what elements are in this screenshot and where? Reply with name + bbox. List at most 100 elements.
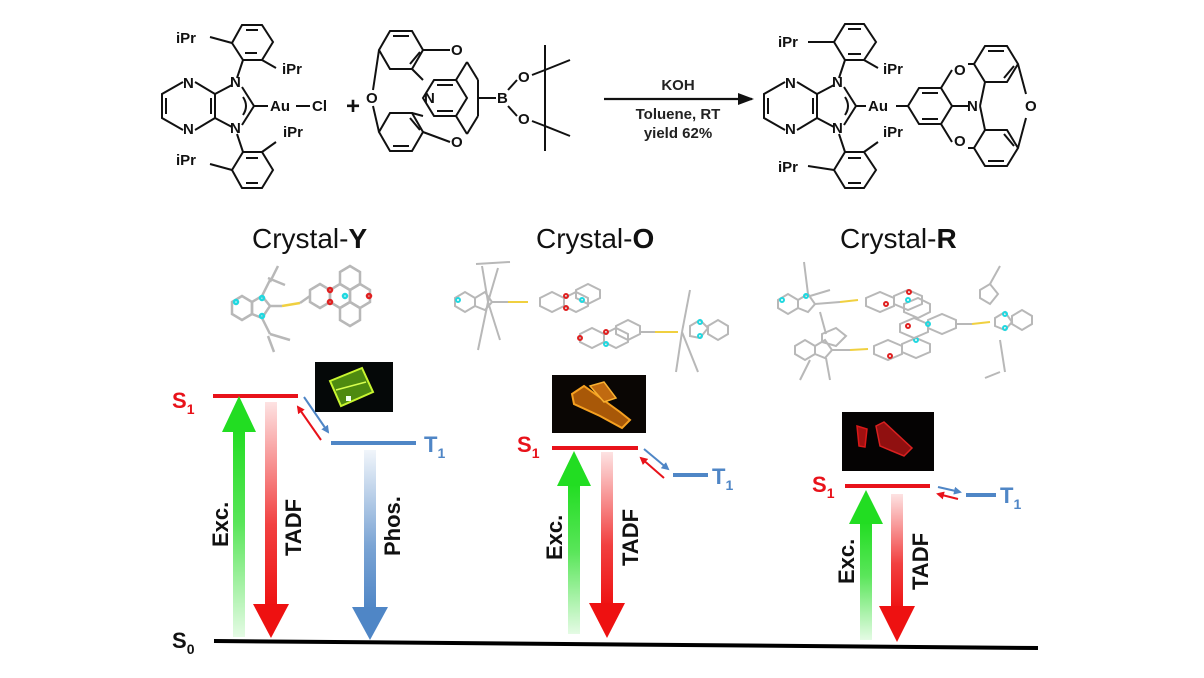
reactant1-labels: iPr iPr iPr iPr N N N N Au Cl + xyxy=(176,30,360,169)
s1-letter: S xyxy=(517,432,532,457)
s0-label: S0 xyxy=(172,628,195,657)
t1-letter: T xyxy=(1000,483,1014,508)
crystal-r-structure xyxy=(777,261,1033,381)
tadf-arrow-shaft xyxy=(601,452,613,607)
o-label: O xyxy=(451,134,463,151)
s1-label: S1 xyxy=(517,432,540,461)
ipr-label: iPr xyxy=(282,61,302,78)
s1-letter: S xyxy=(172,388,187,413)
n-label: N xyxy=(183,121,194,138)
b-label: B xyxy=(497,90,508,107)
s1-subscript: 1 xyxy=(187,401,195,417)
ipr-label: iPr xyxy=(883,124,903,141)
o-label: O xyxy=(1025,98,1037,115)
reaction-scheme: iPr iPr iPr iPr N N N N Au Cl + xyxy=(161,23,1037,189)
crystal-y-photo xyxy=(315,362,393,412)
t1-subscript: 1 xyxy=(725,477,733,493)
exc-label: Exc. xyxy=(834,539,859,584)
title-letter: R xyxy=(936,223,956,254)
n-label: N xyxy=(832,120,843,137)
reactant2-labels: O O O N B O O xyxy=(366,42,530,151)
tadf-label: TADF xyxy=(281,499,306,556)
title-prefix: Crystal- xyxy=(840,223,936,254)
s1-subscript: 1 xyxy=(532,445,540,461)
tadf-arrow-shaft xyxy=(265,402,277,607)
risc-arrow xyxy=(936,491,959,500)
t1-letter: T xyxy=(712,464,726,489)
o-label: O xyxy=(954,133,966,150)
crystal-y-glow xyxy=(328,366,375,408)
crystal-o-title: Crystal-O xyxy=(536,223,654,254)
tadf-arrow-head xyxy=(879,606,915,642)
n-label: N xyxy=(785,121,796,138)
excitation-arrow-head xyxy=(222,396,256,432)
title-prefix: Crystal- xyxy=(252,223,348,254)
excitation-arrow-shaft xyxy=(568,484,580,634)
solvent-label: Toluene, RT xyxy=(636,106,721,123)
tadf-label: TADF xyxy=(618,509,643,566)
ipr-label: iPr xyxy=(283,124,303,141)
s1-label: S1 xyxy=(172,388,195,417)
tadf-arrow-shaft xyxy=(891,494,903,610)
excitation-arrow-shaft xyxy=(233,430,245,637)
reactant-boronate-ester xyxy=(372,30,571,152)
crystal-y-diagram: S1 T1 Exc. TADF Phos. xyxy=(172,388,445,640)
t1-label: T1 xyxy=(424,432,445,461)
pyrazine-bonds xyxy=(161,81,184,131)
crystal-r-glow xyxy=(856,424,868,448)
s1-subscript: 1 xyxy=(827,485,835,501)
crystal-r-title: Crystal-R xyxy=(840,223,957,254)
o-label: O xyxy=(366,90,378,107)
crystal-o-diagram: S1 T1 Exc. TADF xyxy=(517,432,733,638)
isc-arrow xyxy=(643,448,670,471)
ipr-label: iPr xyxy=(883,61,903,78)
product-gold-complex xyxy=(763,23,1027,189)
title-letter: Y xyxy=(348,223,367,254)
crystal-titles: Crystal-Y Crystal-O Crystal-R xyxy=(252,223,957,254)
tadf-label: TADF xyxy=(908,533,933,590)
phos-arrow-head xyxy=(352,607,388,640)
excitation-arrow-shaft xyxy=(860,522,872,640)
cl-label: Cl xyxy=(312,98,327,115)
tadf-arrow-head xyxy=(253,604,289,638)
t1-subscript: 1 xyxy=(437,445,445,461)
crystal-o-glow xyxy=(570,384,632,430)
n-label: N xyxy=(230,74,241,91)
n-label: N xyxy=(785,75,796,92)
reagent-label: KOH xyxy=(661,77,694,94)
o-label: O xyxy=(451,42,463,59)
ipr-label: iPr xyxy=(176,152,196,169)
s0-letter: S xyxy=(172,628,187,653)
s1-label: S1 xyxy=(812,472,835,501)
crystal-o-structure xyxy=(454,261,729,373)
au-label: Au xyxy=(270,98,290,115)
phos-arrow-shaft xyxy=(364,450,376,610)
ipr-label: iPr xyxy=(778,34,798,51)
risc-arrow xyxy=(639,456,665,479)
excitation-arrow-head xyxy=(849,490,883,524)
isc-arrow xyxy=(303,396,330,434)
crystal-y-title: Crystal-Y xyxy=(252,223,367,254)
n-label: N xyxy=(230,120,241,137)
o-label: O xyxy=(518,69,530,86)
reaction-conditions: KOH Toluene, RT yield 62% xyxy=(636,77,721,142)
product-labels: iPr iPr iPr iPr N N N N Au O O N O xyxy=(778,34,1037,176)
crystal-o-photo xyxy=(552,375,646,433)
n-label: N xyxy=(424,90,435,107)
ground-state-line xyxy=(213,639,1039,650)
o-label: O xyxy=(518,111,530,128)
s0-subscript: 0 xyxy=(187,641,195,657)
title-letter: O xyxy=(632,223,654,254)
t1-label: T1 xyxy=(1000,483,1021,512)
ipr-label: iPr xyxy=(778,159,798,176)
exc-label: Exc. xyxy=(542,515,567,560)
t1-letter: T xyxy=(424,432,438,457)
exc-label: Exc. xyxy=(208,502,233,547)
n-label: N xyxy=(183,75,194,92)
crystal-r-diagram: S1 T1 Exc. TADF xyxy=(812,472,1021,642)
n-label: N xyxy=(832,74,843,91)
o-label: O xyxy=(954,62,966,79)
au-label: Au xyxy=(868,98,888,115)
s1-letter: S xyxy=(812,472,827,497)
